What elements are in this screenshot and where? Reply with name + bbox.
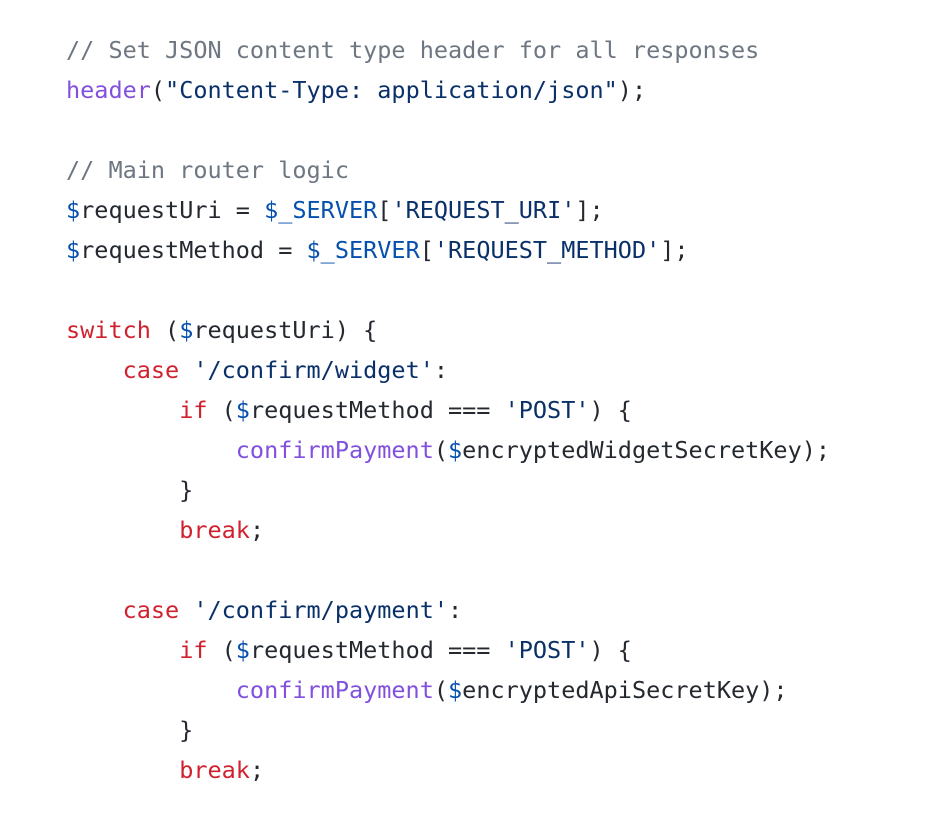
code-line: } bbox=[66, 470, 952, 510]
code-line: ​ bbox=[66, 550, 952, 590]
code-token-string: 'POST' bbox=[504, 396, 590, 424]
code-line: ​ bbox=[66, 270, 952, 310]
code-token-plain: ]; bbox=[575, 196, 604, 224]
code-token-string: 'REQUEST_METHOD' bbox=[433, 236, 661, 264]
code-token-plain: ) { bbox=[589, 636, 632, 664]
code-token-keyword: case bbox=[122, 596, 180, 624]
code-token-plain: ) { bbox=[589, 396, 632, 424]
code-token-variable: $_SERVER bbox=[306, 236, 420, 264]
code-token-plain bbox=[66, 436, 236, 464]
code-line: ​ bbox=[66, 110, 952, 150]
code-token-plain: ); bbox=[617, 76, 647, 104]
code-token-plain: ( bbox=[433, 676, 449, 704]
code-token-variable: $ bbox=[235, 636, 250, 664]
code-line: if ($requestMethod === 'POST') { bbox=[66, 630, 952, 670]
code-token-variable: $ bbox=[179, 316, 194, 344]
code-token-plain bbox=[179, 356, 193, 384]
code-line: switch ($requestUri) { bbox=[66, 310, 952, 350]
code-token-plain: : bbox=[448, 596, 463, 624]
code-token-variable: $ bbox=[448, 436, 463, 464]
code-token-plain: encryptedApiSecretKey); bbox=[462, 676, 788, 704]
code-line: // Main router logic bbox=[66, 150, 952, 190]
code-line: confirmPayment($encryptedWidgetSecretKey… bbox=[66, 430, 952, 470]
code-line: case '/confirm/payment': bbox=[66, 590, 952, 630]
code-line: confirmPayment($encryptedApiSecretKey); bbox=[66, 670, 952, 710]
code-line: break; bbox=[66, 510, 952, 550]
code-token-plain bbox=[66, 636, 179, 664]
code-token-comment: // Main router logic bbox=[66, 156, 349, 184]
code-token-plain: ( bbox=[207, 396, 236, 424]
code-token-plain: ( bbox=[207, 636, 236, 664]
code-token-string: 'POST' bbox=[504, 636, 590, 664]
code-token-variable: $ bbox=[66, 236, 81, 264]
code-line: // Set JSON content type header for all … bbox=[66, 30, 952, 70]
code-token-string: 'REQUEST_URI' bbox=[391, 196, 576, 224]
code-token-plain: requestMethod = bbox=[80, 236, 307, 264]
code-token-plain: ; bbox=[249, 516, 265, 544]
code-token-plain: ; bbox=[249, 756, 265, 784]
code-token-plain bbox=[66, 516, 179, 544]
code-line: case '/confirm/widget': bbox=[66, 350, 952, 390]
code-token-keyword: if bbox=[179, 396, 208, 424]
code-token-string: '/confirm/payment' bbox=[193, 596, 449, 624]
code-token-variable: $ bbox=[235, 396, 250, 424]
code-token-keyword: case bbox=[122, 356, 180, 384]
code-token-plain: requestUri = bbox=[80, 196, 265, 224]
code-token-plain: ( bbox=[150, 76, 166, 104]
code-token-plain: ( bbox=[433, 436, 449, 464]
code-token-keyword: break bbox=[179, 756, 250, 784]
code-token-variable: $ bbox=[448, 676, 463, 704]
code-line: $requestUri = $_SERVER['REQUEST_URI']; bbox=[66, 190, 952, 230]
code-token-plain: requestMethod === bbox=[249, 636, 505, 664]
code-line: } bbox=[66, 710, 952, 750]
code-token-plain: requestMethod === bbox=[249, 396, 505, 424]
code-token-plain: [ bbox=[419, 236, 434, 264]
code-token-variable: $ bbox=[66, 196, 81, 224]
code-token-function: confirmPayment bbox=[235, 676, 434, 704]
code-token-plain: [ bbox=[377, 196, 392, 224]
code-token-plain bbox=[66, 676, 236, 704]
code-token-plain bbox=[66, 596, 123, 624]
code-token-plain bbox=[179, 596, 193, 624]
code-token-plain: encryptedWidgetSecretKey); bbox=[462, 436, 831, 464]
code-line: $requestMethod = $_SERVER['REQUEST_METHO… bbox=[66, 230, 952, 270]
code-token-plain bbox=[66, 396, 179, 424]
code-token-plain bbox=[66, 756, 179, 784]
code-line: header("Content-Type: application/json")… bbox=[66, 70, 952, 110]
code-token-plain: ]; bbox=[660, 236, 689, 264]
code-token-variable: $_SERVER bbox=[264, 196, 378, 224]
code-token-plain: ( bbox=[150, 316, 180, 344]
code-token-function: header bbox=[66, 76, 151, 104]
code-token-function: confirmPayment bbox=[235, 436, 434, 464]
code-token-string: "Content-Type: application/json" bbox=[165, 76, 618, 104]
code-token-comment: // Set JSON content type header for all … bbox=[66, 36, 760, 64]
code-token-keyword: break bbox=[179, 516, 250, 544]
code-line: break; bbox=[66, 750, 952, 790]
code-token-plain: : bbox=[433, 356, 449, 384]
code-token-keyword: switch bbox=[66, 316, 151, 344]
code-token-plain bbox=[66, 356, 123, 384]
code-token-plain: } bbox=[66, 476, 194, 504]
code-token-string: '/confirm/widget' bbox=[193, 356, 434, 384]
code-token-plain: requestUri) { bbox=[193, 316, 378, 344]
code-token-plain: } bbox=[66, 716, 194, 744]
code-token-keyword: if bbox=[179, 636, 208, 664]
code-line: if ($requestMethod === 'POST') { bbox=[66, 390, 952, 430]
